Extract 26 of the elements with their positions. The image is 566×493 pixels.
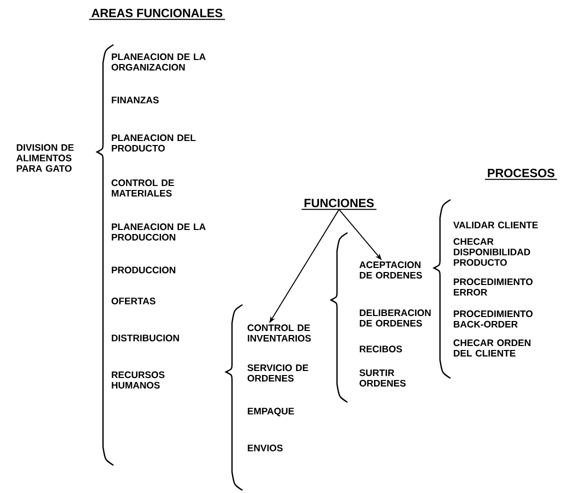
item-label: VALIDAR CLIENTE (453, 222, 538, 228)
item-label: PROCEDIMIENTO ERROR (454, 278, 533, 296)
item-label: DIVISION DE ALIMENTOS PARA GATO (16, 144, 74, 172)
heading: FUNCIONES (301, 198, 377, 210)
item-label: CHECAR DISPONIBILIDAD PRODUCTO (454, 238, 530, 266)
item-label: SURTIR ORDENES (359, 369, 406, 387)
heading: AREAS FUNCIONALES (88, 8, 226, 20)
item-label: RECURSOS HUMANOS (112, 371, 164, 389)
item-label: CHECAR ORDEN DEL CLIENTE (454, 339, 530, 357)
item-label: CONTROL DE INVENTARIOS (248, 324, 311, 342)
item-label: CONTROL DE MATERIALES (112, 179, 174, 197)
item-label: PLANEACION DE LA PRODUCCION (112, 223, 206, 241)
item-label: ENVIOS (248, 444, 283, 452)
item-label: DISTRIBUCION (112, 334, 179, 342)
item-label: RECIBOS (360, 346, 402, 352)
item-label: SERVICIO DE ORDENES (247, 364, 308, 382)
item-label: EMPAQUE (248, 408, 294, 416)
item-label: FINANZAS (112, 96, 159, 104)
item-label: PRODUCCION (112, 266, 176, 274)
item-label: ACEPTACION DE ORDENES (359, 261, 422, 279)
item-label: PLANEACION DE LA ORGANIZACION (112, 53, 206, 71)
item-label: PROCEDIMIENTO BACK-ORDER (454, 310, 533, 328)
item-label: DELIBERACION DE ORDENES (360, 309, 431, 327)
item-label: PLANEACION DEL PRODUCTO (112, 134, 196, 152)
item-label: OFERTAS (112, 298, 156, 304)
heading: PROCESOS (484, 168, 558, 180)
